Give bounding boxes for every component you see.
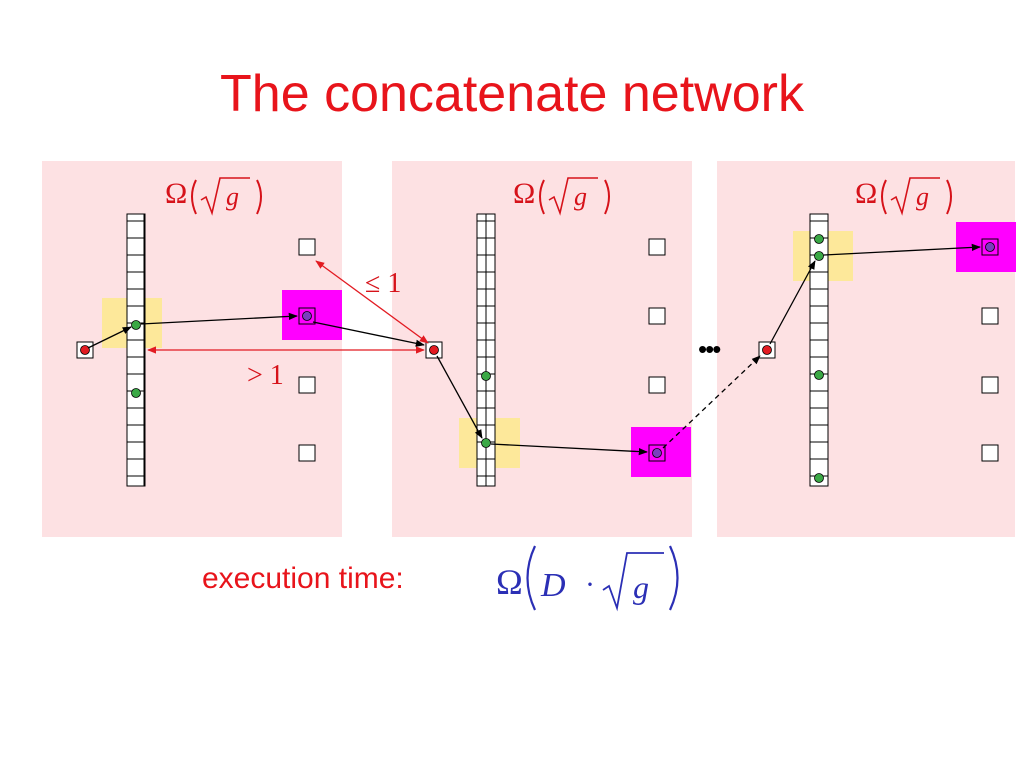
- target-node-2: [648, 444, 666, 462]
- svg-text:Ω: Ω: [496, 562, 523, 602]
- arrow: [662, 355, 761, 449]
- execution-time-formula: Ω D · g: [496, 545, 679, 612]
- green-dot: [131, 320, 141, 330]
- distance-arrows: [147, 260, 429, 354]
- target-node-3: [981, 238, 999, 256]
- empty-node: [648, 376, 666, 394]
- distance-arrow-le: [315, 260, 429, 344]
- distance-label-gt: > 1: [247, 360, 284, 391]
- source-node-1: [76, 341, 94, 359]
- slide-title: The concatenate network: [220, 65, 804, 123]
- svg-text:·: ·: [585, 568, 595, 601]
- ellipsis: •••: [698, 334, 721, 364]
- source-node-2: [425, 341, 443, 359]
- arrow: [436, 355, 483, 439]
- arrow: [140, 312, 298, 325]
- empty-node: [298, 376, 316, 394]
- target-node-1: [298, 307, 316, 325]
- arrow: [87, 326, 132, 349]
- distance-label-le: ≤ 1: [365, 268, 401, 299]
- ladder-2: [476, 213, 496, 487]
- green-dot: [814, 251, 824, 261]
- green-dot: [814, 234, 824, 244]
- arrow: [769, 260, 816, 345]
- empty-node: [981, 307, 999, 325]
- svg-text:Ω: Ω: [165, 177, 187, 210]
- green-dot: [814, 370, 824, 380]
- arrow: [823, 243, 981, 256]
- svg-text:Ω: Ω: [855, 177, 877, 210]
- green-dot: [131, 388, 141, 398]
- ladder-green-dots: [131, 234, 824, 483]
- empty-nodes: [298, 238, 999, 462]
- panel-2-complexity-label: Ω g: [513, 177, 610, 216]
- empty-node: [648, 307, 666, 325]
- arrow: [490, 443, 648, 456]
- green-dot: [814, 473, 824, 483]
- svg-text:g: g: [226, 182, 239, 211]
- execution-time-label: execution time:: [202, 562, 404, 595]
- svg-text:Ω: Ω: [513, 177, 535, 210]
- svg-text:g: g: [916, 182, 929, 211]
- empty-node: [648, 238, 666, 256]
- svg-text:g: g: [574, 182, 587, 211]
- empty-node: [981, 376, 999, 394]
- svg-text:g: g: [633, 569, 649, 605]
- svg-text:D: D: [540, 567, 566, 604]
- empty-node: [298, 238, 316, 256]
- green-dot: [481, 371, 491, 381]
- panel-1-complexity-label: Ω g: [165, 177, 262, 216]
- empty-node: [981, 444, 999, 462]
- panel-3-complexity-label: Ω g: [855, 177, 952, 216]
- ladder-1: [126, 213, 146, 487]
- ladder-3: [809, 213, 829, 487]
- empty-node: [298, 444, 316, 462]
- source-node-3: [758, 341, 776, 359]
- green-dot: [481, 438, 491, 448]
